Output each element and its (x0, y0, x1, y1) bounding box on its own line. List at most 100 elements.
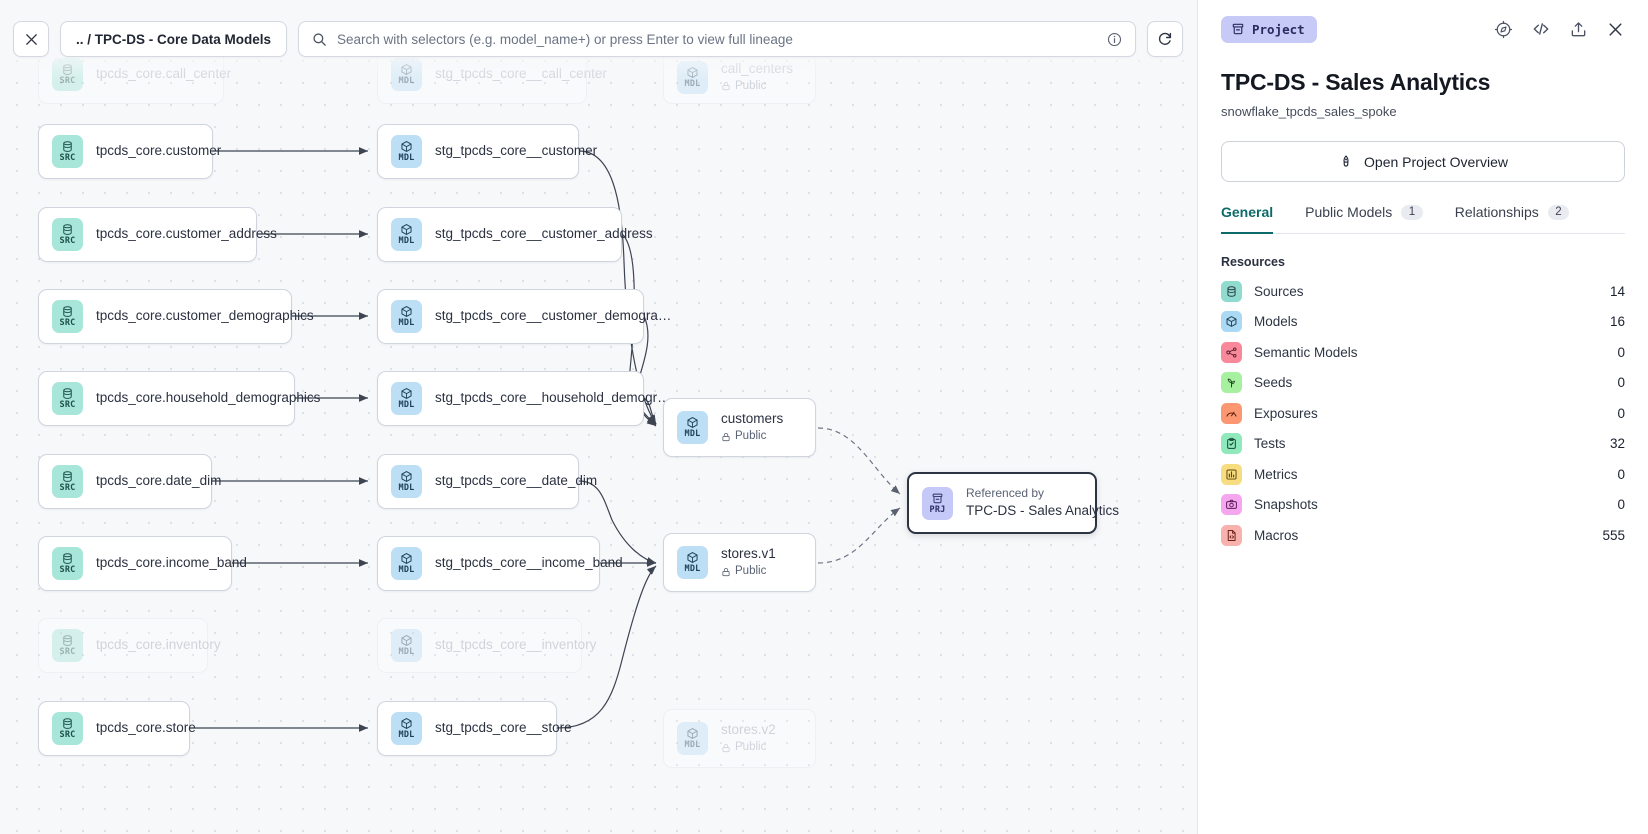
bar-chart-icon (1221, 463, 1242, 485)
lineage-node-label: tpcds_core.household_demographics (96, 390, 321, 406)
rocket-icon (1343, 154, 1349, 167)
search-input[interactable] (337, 31, 1097, 47)
lineage-node-label: stg_tpcds_core__store (435, 720, 572, 736)
refresh-button[interactable] (1147, 21, 1183, 57)
lineage-node-visibility: Public (721, 80, 793, 94)
lineage-node-mdl_store[interactable]: MDL stg_tpcds_core__store (377, 701, 572, 756)
breadcrumb[interactable]: .. / TPC-DS - Core Data Models (60, 21, 288, 57)
lineage-node-label: stores.v1 (721, 546, 776, 562)
lineage-node-text: stg_tpcds_core__customer (435, 143, 597, 160)
lineage-node-eyebrow: Referenced by (966, 486, 1045, 501)
lineage-node-label: tpcds_core.income_band (96, 555, 247, 571)
mdl-badge-icon: MDL (677, 411, 708, 444)
lineage-node-label: tpcds_core.store (96, 720, 196, 736)
mdl-badge-icon: MDL (391, 300, 422, 333)
panel-header: Project (1221, 0, 1625, 58)
mdl-badge-icon: MDL (677, 60, 708, 94)
resource-count: 0 (1617, 375, 1625, 391)
lineage-node-text: tpcds_core.income_band (96, 555, 247, 572)
panel-actions (1494, 19, 1625, 39)
tab-count-badge: 1 (1401, 204, 1423, 220)
lineage-node-src_date_dim[interactable]: SRC tpcds_core.date_dim (38, 454, 222, 509)
mdl-badge-icon: MDL (391, 135, 422, 168)
close-lineage-button[interactable] (13, 21, 49, 57)
lineage-node-visibility-label: Public (735, 741, 767, 754)
tab-label: Public Models (1305, 204, 1393, 220)
lineage-node-label: stg_tpcds_core__inventory (435, 637, 597, 653)
resource-count: 0 (1617, 497, 1625, 513)
lineage-node-text: tpcds_core.customer_demographics (96, 308, 314, 325)
resource-count: 0 (1617, 466, 1625, 482)
tab-general[interactable]: General (1221, 204, 1274, 234)
code-button[interactable] (1531, 19, 1551, 39)
lineage-node-label: stg_tpcds_core__date_dim (435, 473, 598, 489)
resource-name: Metrics (1254, 466, 1298, 482)
mdl-badge-icon: MDL (391, 382, 422, 415)
project-chip[interactable]: Project (1221, 15, 1317, 43)
lineage-node-visibility: Public (721, 565, 776, 579)
info-icon[interactable] (1107, 32, 1122, 47)
resources-heading: Resources (1221, 255, 1285, 269)
share-button[interactable] (1569, 20, 1588, 39)
src-badge-icon: SRC (52, 629, 83, 662)
lineage-node-text: tpcds_core.store (96, 720, 196, 737)
lineage-node-mdl_customer[interactable]: MDL stg_tpcds_core__customer (377, 124, 597, 179)
lineage-node-label: tpcds_core.date_dim (96, 473, 222, 489)
cube-icon (1221, 311, 1242, 333)
code-icon (1533, 23, 1549, 35)
tab-label: Relationships (1454, 204, 1539, 220)
mdl-badge-icon: MDL (391, 712, 422, 745)
lineage-node-mdl_inventory[interactable]: MDL stg_tpcds_core__inventory (377, 618, 597, 673)
lineage-node-label: stores.v2 (721, 722, 776, 738)
open-project-overview-label: Open Project Overview (1364, 153, 1508, 170)
resource-row-metrics[interactable]: Metrics 0 (1221, 459, 1625, 490)
lineage-node-label: tpcds_core.customer (96, 143, 222, 159)
lineage-node-text: stg_tpcds_core__date_dim (435, 473, 598, 490)
search-bar[interactable] (298, 21, 1136, 57)
open-project-overview-button[interactable]: Open Project Overview (1221, 141, 1625, 182)
resource-count: 0 (1617, 405, 1625, 421)
lineage-node-text: tpcds_core.call_center (96, 65, 232, 83)
tab-public-models[interactable]: Public Models 1 (1305, 204, 1423, 234)
compass-button[interactable] (1494, 20, 1513, 39)
mdl-badge-icon: MDL (391, 629, 422, 662)
lineage-node-label: tpcds_core.call_center (96, 65, 232, 81)
close-panel-button[interactable] (1606, 20, 1625, 39)
resource-count: 0 (1617, 344, 1625, 360)
refresh-icon (1158, 32, 1172, 45)
lineage-node-text: tpcds_core.date_dim (96, 473, 222, 490)
src-badge-icon: SRC (52, 465, 83, 498)
lineage-node-visibility: Public (721, 430, 783, 444)
lock-icon (722, 82, 730, 91)
